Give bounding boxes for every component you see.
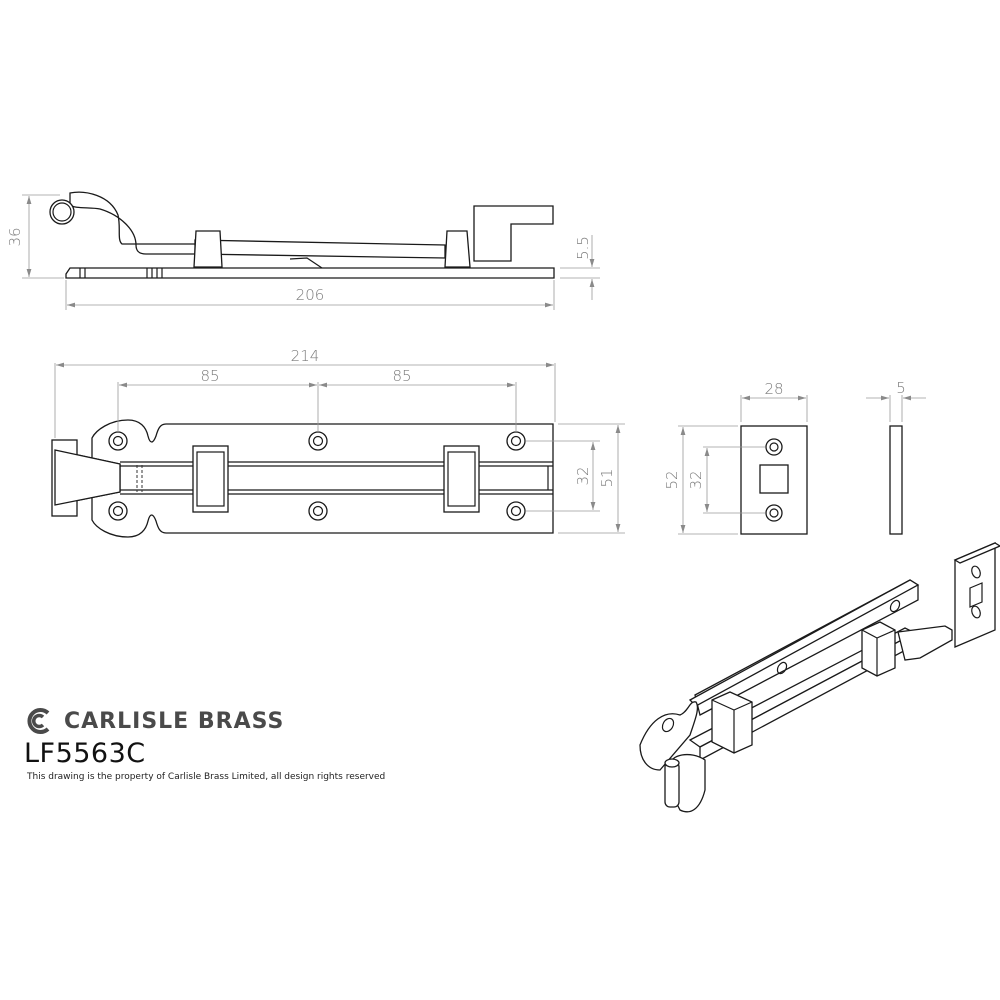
dim-height-36: 36 [6, 227, 24, 246]
keep-side-view [889, 425, 903, 535]
staple-left [192, 445, 229, 513]
dim-overall-214: 214 [291, 347, 320, 365]
staple-right [443, 445, 480, 513]
dim-hole-spacing-85-left: 85 [200, 367, 219, 385]
isometric-view [639, 542, 1000, 813]
dim-hole-spacing-85-right: 85 [392, 367, 411, 385]
dim-vertical-32: 32 [574, 466, 592, 485]
side-elevation-view [49, 191, 555, 279]
dim-keep-height-52: 52 [663, 470, 681, 489]
dim-keep-thickness-5: 5 [896, 379, 906, 397]
dim-keep-width-28: 28 [764, 380, 783, 398]
copyright-disclaimer: This drawing is the property of Carlisle… [27, 772, 386, 782]
keep-side-dimensions: 5 [866, 379, 926, 422]
brand-header: CARLISLE BRASS [24, 706, 284, 736]
dim-keep-hole-spacing-32: 32 [687, 470, 705, 489]
brand-name: CARLISLE BRASS [64, 708, 285, 734]
front-dimensions: 214 85 85 32 51 [54, 347, 625, 534]
screw-holes [108, 431, 526, 521]
dim-length-206: 206 [296, 286, 325, 304]
dim-base-thickness-5-5: 5.5 [574, 236, 592, 260]
dim-plate-height-51: 51 [598, 468, 616, 487]
front-elevation-view [51, 419, 554, 538]
keep-front-dimensions: 28 52 32 [663, 380, 808, 535]
keep-front-view [740, 425, 808, 535]
side-dimensions: 36 5.5 206 [6, 194, 600, 310]
product-code: LF5563C [24, 738, 146, 769]
carlisle-brass-logo-icon [27, 708, 50, 734]
